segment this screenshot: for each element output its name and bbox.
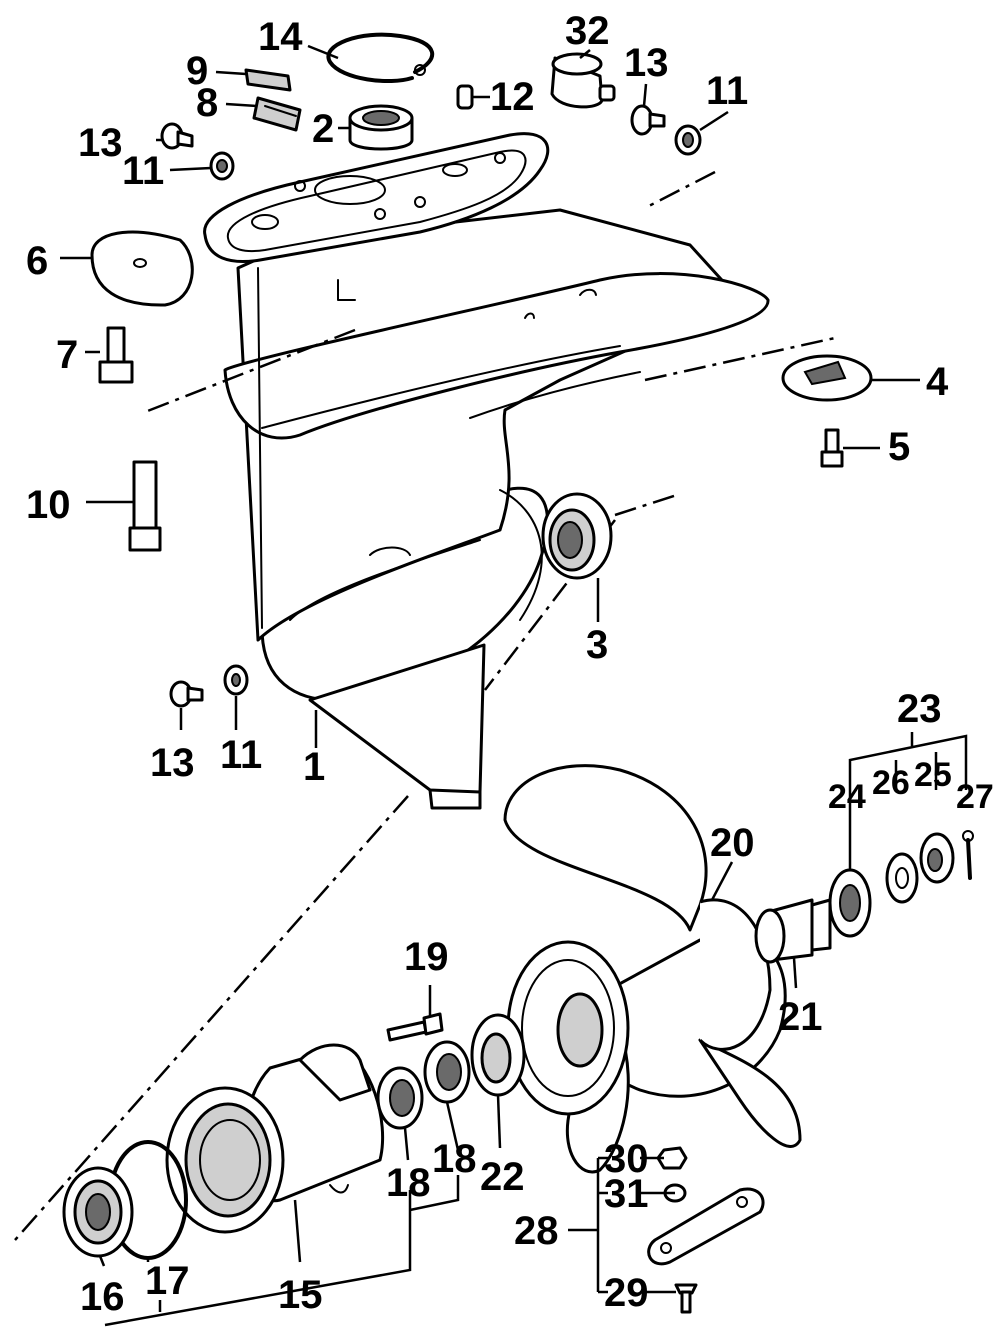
- callout-13-top-left: 13: [78, 121, 123, 165]
- thrust-spacer-part-21: [754, 898, 832, 964]
- callout-28: 28: [514, 1209, 559, 1253]
- callout-1: 1: [303, 745, 325, 789]
- screw-part-29: [674, 1283, 698, 1314]
- anode-part-32: [550, 52, 616, 109]
- callout-24: 24: [828, 778, 866, 816]
- propeller-part-20: [503, 764, 802, 1174]
- bolt-part-19: [386, 1012, 444, 1042]
- bolt-part-7: [98, 326, 134, 384]
- cover-part-6: [90, 230, 194, 307]
- callout-26: 26: [872, 764, 910, 802]
- callout-labels: 14 9 8 2 12 32 13 11 13 11 6 7 4 5 10 3 …: [26, 9, 994, 1319]
- callout-23: 23: [897, 687, 942, 731]
- callout-9: 9: [186, 49, 208, 93]
- bolt-part-5: [820, 428, 844, 468]
- trim-plate-part-28: [647, 1187, 765, 1266]
- washer-part-26: [885, 852, 919, 904]
- washer-part-11-left: [209, 151, 235, 181]
- callout-5: 5: [888, 425, 910, 469]
- circlip-part-14: [326, 32, 435, 84]
- bearing-housing-part-15: [165, 1043, 385, 1234]
- callout-4: 4: [926, 360, 949, 404]
- ball-bearing-part-3: [541, 492, 613, 580]
- washer-part-11-right: [674, 124, 702, 156]
- spacer-part-8: [252, 96, 302, 132]
- callout-2: 2: [312, 107, 334, 151]
- key-part-9: [244, 68, 292, 92]
- callout-18-b: 18: [432, 1137, 477, 1181]
- ball-bearing-part-16: [62, 1166, 134, 1258]
- callout-30: 30: [604, 1137, 649, 1181]
- callout-19: 19: [404, 935, 449, 979]
- callout-3: 3: [586, 623, 608, 667]
- callout-18-a: 18: [386, 1161, 431, 1205]
- callout-13-lower: 13: [150, 741, 195, 785]
- callout-11-top-right: 11: [706, 69, 748, 113]
- gearcase-housing: [203, 132, 770, 810]
- callout-20: 20: [710, 821, 755, 865]
- callout-8: 8: [196, 81, 218, 125]
- callout-15: 15: [278, 1273, 323, 1317]
- leader-lines: [60, 44, 968, 1327]
- callout-7: 7: [56, 333, 78, 377]
- callout-11-top-left: 11: [122, 149, 164, 193]
- dowel-pin-part-12: [456, 84, 474, 110]
- callout-12: 12: [490, 75, 535, 119]
- alignment-lines: [14, 170, 836, 1241]
- callout-11-lower: 11: [220, 733, 262, 777]
- needle-bearing-part-2: [348, 104, 414, 151]
- bolt-part-10: [128, 460, 162, 552]
- callout-6: 6: [26, 239, 48, 283]
- callout-10: 10: [26, 483, 71, 527]
- callout-16: 16: [80, 1275, 125, 1319]
- drain-screw-part-13-left: [160, 122, 194, 150]
- oil-seal-part-18-b: [423, 1040, 471, 1104]
- drain-screw-part-13-right: [630, 104, 666, 136]
- callout-13-top-right: 13: [624, 41, 669, 85]
- callout-25: 25: [914, 756, 952, 794]
- callout-17: 17: [145, 1259, 190, 1303]
- callout-31: 31: [604, 1172, 649, 1216]
- callout-14: 14: [258, 15, 303, 59]
- callout-22: 22: [480, 1155, 525, 1199]
- thrust-washer-part-22: [470, 1013, 526, 1097]
- callout-29: 29: [604, 1271, 649, 1315]
- splined-washer-part-24: [828, 868, 872, 938]
- prop-nut-part-25: [919, 832, 955, 884]
- washer-part-11-lower: [223, 664, 249, 696]
- drain-screw-part-13-lower: [169, 680, 204, 708]
- cotter-pin-part-27: [962, 830, 974, 880]
- trim-tab-part-4: [781, 354, 873, 402]
- oil-seal-part-18-a: [376, 1066, 424, 1130]
- callout-21: 21: [778, 995, 823, 1039]
- callout-32: 32: [565, 9, 610, 53]
- callout-27: 27: [956, 778, 994, 816]
